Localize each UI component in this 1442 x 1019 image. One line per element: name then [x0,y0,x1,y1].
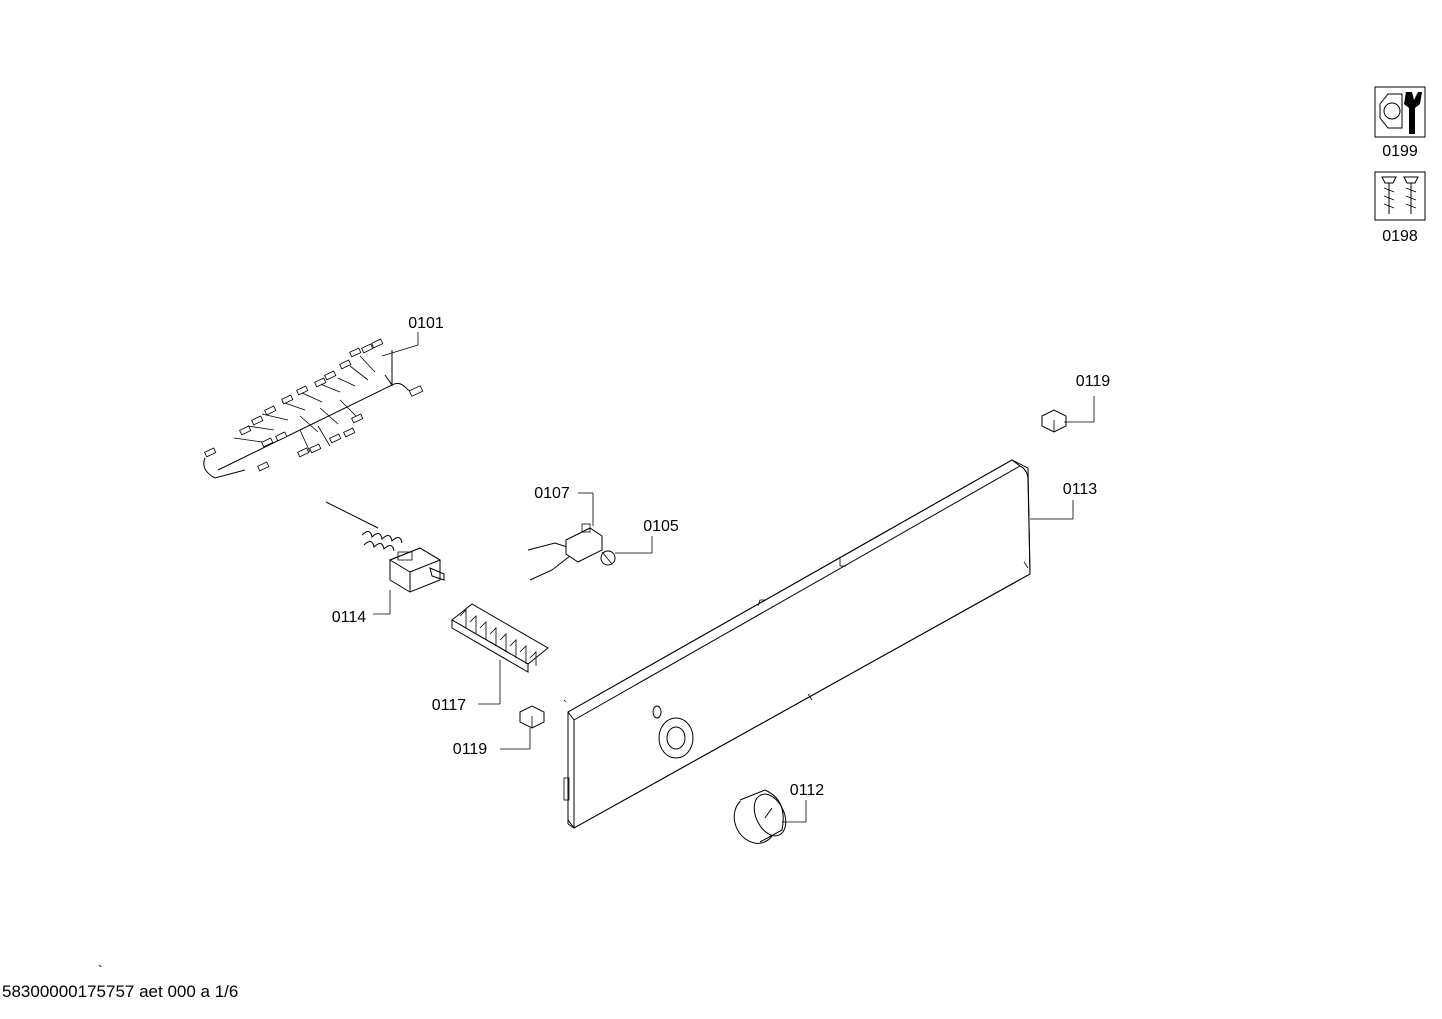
part-label-0112: 0112 [790,782,825,799]
screws-code: 0198 [1382,228,1418,245]
wrench-nut-icon [1374,86,1426,138]
clip-left [500,705,545,750]
control-panel [563,459,1074,829]
footer-tick: ` [98,962,103,978]
thermostat [325,501,445,615]
switch-assembly [527,492,653,581]
clip-right [1041,396,1095,433]
part-label-0105: 0105 [643,518,679,535]
terminal-block [451,603,549,705]
part-label-0101: 0101 [408,315,444,332]
tools-legend: 0199 [1374,86,1426,160]
control-knob [733,789,807,844]
screws-legend: 0198 [1374,171,1426,245]
part-label-0119-left: 0119 [453,741,488,758]
document-id: 58300000175757 aet 000 a 1/6 [2,982,239,1001]
screws-icon [1374,171,1426,221]
part-label-0114: 0114 [332,609,367,626]
wiring-harness [203,332,424,479]
tools-code: 0199 [1382,143,1418,160]
part-label-0107: 0107 [534,485,570,502]
part-label-0113: 0113 [1063,481,1098,498]
part-label-0117: 0117 [432,697,467,714]
part-label-0119-right: 0119 [1076,373,1111,390]
